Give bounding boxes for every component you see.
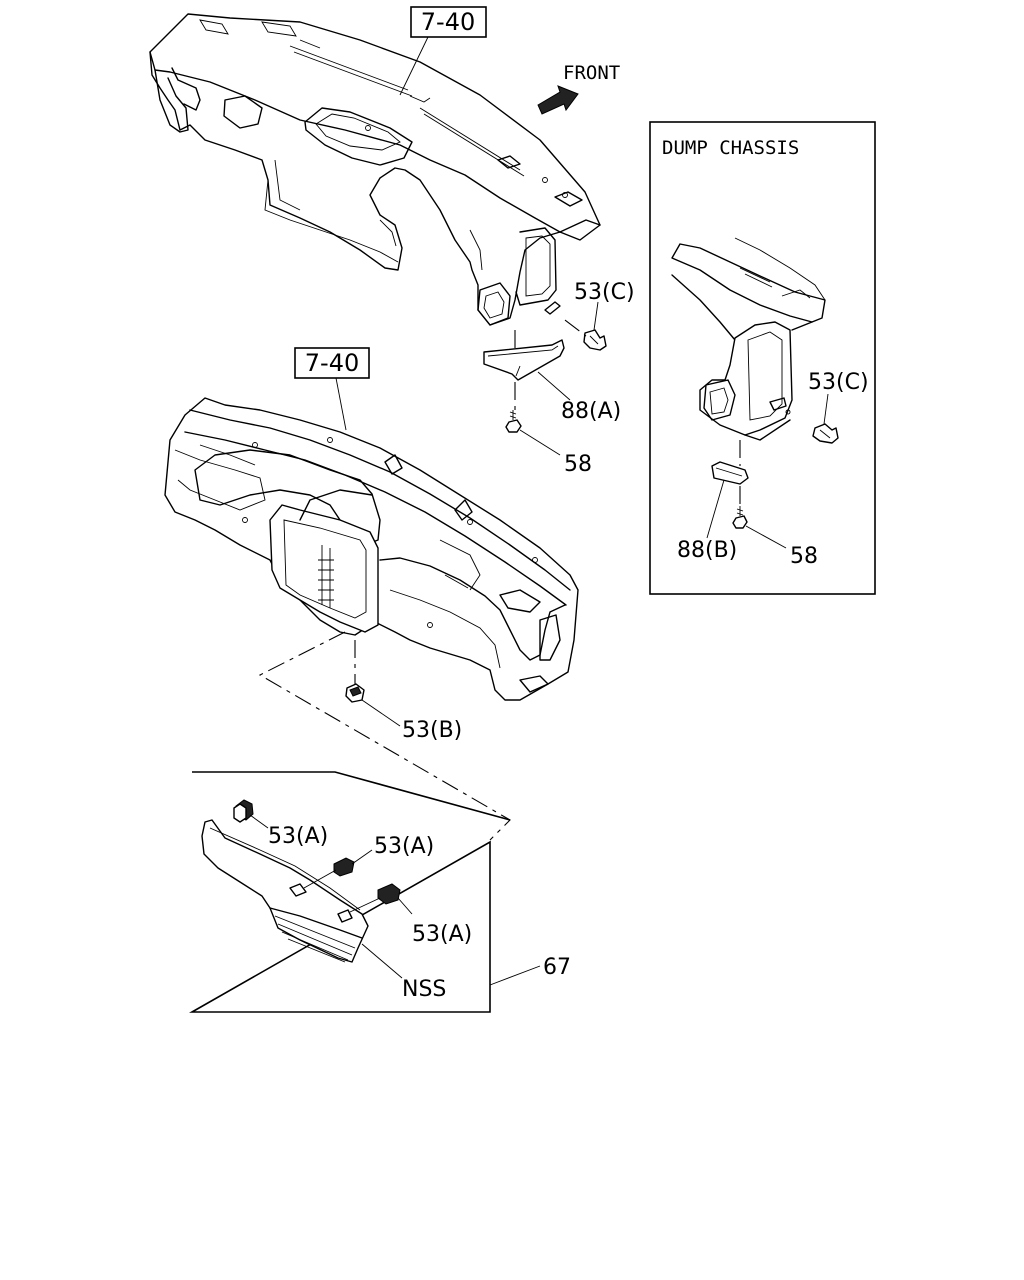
front-direction-arrow: FRONT [537, 62, 620, 115]
clip-53a-2 [333, 857, 355, 877]
leader-line [397, 897, 413, 915]
dashboard-panel-drawing [149, 13, 601, 326]
callout-88b: 88(B) [677, 538, 737, 563]
dashboard-end-drawing [671, 237, 826, 441]
cover-assembly-box: 53(A) 53(A) 53(A) NSS [188, 771, 511, 1013]
nut-53b [345, 683, 365, 703]
clip-53c-main [583, 329, 607, 351]
bracket-88b [711, 461, 749, 485]
leader-line [537, 371, 571, 401]
screw-58-main [505, 410, 522, 433]
reference-box-upper[interactable]: 7-40 [410, 6, 487, 38]
inset-frame [649, 121, 876, 595]
cover-panel-drawing [201, 819, 369, 963]
reference-box-lower[interactable]: 7-40 [294, 347, 370, 379]
clip-53a-1 [233, 799, 254, 823]
leader-line [489, 965, 541, 986]
inset-title: DUMP CHASSIS [662, 137, 799, 159]
leader-line [335, 377, 347, 431]
leader-line [361, 943, 403, 979]
callout-53a-1: 53(A) [268, 824, 328, 849]
leader-line [593, 301, 599, 331]
leader-line [399, 36, 429, 96]
callout-53a-3: 53(A) [412, 922, 472, 947]
front-label: FRONT [563, 62, 620, 84]
dump-chassis-inset: DUMP CHASSIS 53(C) [649, 121, 876, 595]
callout-53c-main: 53(C) [574, 280, 635, 305]
clip-53c-inset [812, 423, 839, 444]
bracket-88a [483, 339, 565, 381]
reference-label-lower: 7-40 [305, 349, 359, 377]
callout-nss: NSS [402, 977, 446, 1002]
reference-label-upper: 7-40 [421, 8, 475, 36]
callout-53b: 53(B) [402, 718, 462, 743]
steering-support-frame-drawing [164, 397, 579, 701]
callout-53c-inset: 53(C) [808, 370, 869, 395]
callout-88a: 88(A) [561, 399, 621, 424]
callout-58-main: 58 [564, 452, 592, 477]
dashed-guide [564, 319, 587, 337]
leader-line [303, 869, 337, 889]
leader-line [351, 849, 373, 865]
callout-53a-2: 53(A) [374, 834, 434, 859]
screw-58-inset [732, 506, 748, 529]
callout-58-inset: 58 [790, 544, 818, 569]
dashed-guide [258, 631, 511, 841]
callout-67: 67 [543, 955, 571, 980]
leader-line [745, 525, 787, 549]
clip-53a-3 [377, 883, 401, 905]
leader-line [823, 393, 829, 425]
leader-line [249, 814, 269, 829]
leader-line [706, 479, 725, 539]
leader-line [519, 429, 561, 456]
leader-line [361, 699, 401, 727]
leader-line [349, 897, 381, 913]
